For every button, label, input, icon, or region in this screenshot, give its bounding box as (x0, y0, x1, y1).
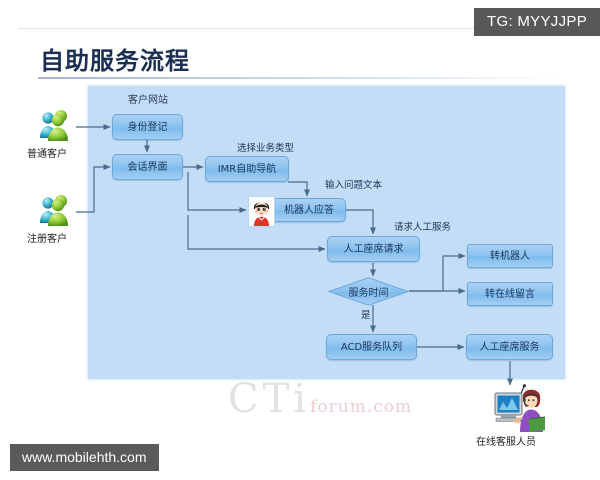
node-acd-service-queue[interactable]: ACD服务队列 (326, 334, 417, 360)
node-label: 人工座席服务 (479, 341, 540, 353)
node-label: 人工座席请求 (343, 243, 404, 255)
node-label: 机器人应答 (284, 204, 334, 216)
node-label: 转在线留言 (485, 288, 535, 300)
online-agent-person-label: 在线客服人员 (476, 437, 536, 448)
node-label: ACD服务队列 (340, 341, 403, 353)
registered-customer-label: 注册客户 (27, 234, 67, 245)
robot-avatar-icon (248, 196, 275, 227)
node-service-time[interactable]: 服务时间 (328, 277, 409, 306)
node-identity-registration[interactable]: 身份登记 (112, 114, 183, 140)
node-imr-self-navigation[interactable]: IMR自助导航 (205, 156, 289, 182)
node-agent-service[interactable]: 人工座席服务 (466, 334, 553, 360)
site-watermark-tag: www.mobilehth.com (10, 444, 159, 471)
online-agent-person-icon (487, 384, 549, 432)
node-label: 转机器人 (490, 250, 530, 262)
node-label: 服务时间 (348, 288, 389, 299)
edge-label-input-question-text: 输入问题文本 (325, 180, 383, 191)
cti-forum-watermark: CTiforum.com (228, 376, 412, 422)
diamond-shape (328, 277, 409, 306)
node-transfer-to-robot[interactable]: 转机器人 (467, 244, 553, 268)
node-session-interface[interactable]: 会话界面 (112, 154, 183, 180)
ordinary-customer-icon (36, 108, 76, 142)
edge-label-select-business-type: 选择业务类型 (237, 143, 295, 154)
cti-watermark-main: CTi (228, 376, 311, 422)
node-label: IMR自助导航 (217, 163, 277, 175)
page-title: 自助服务流程 (40, 46, 190, 75)
telegram-tag: TG: MYYJJPP (474, 8, 600, 36)
title-divider (38, 77, 562, 79)
edge-label-request-human-service: 请求人工服务 (394, 222, 452, 233)
edge-label-yes-branch: 是 (361, 310, 371, 321)
node-transfer-to-message[interactable]: 转在线留言 (467, 282, 553, 306)
cti-watermark-sub: forum.com (310, 397, 413, 417)
slide-card: 自助服务流程 客户网站 (18, 28, 582, 429)
node-label: 身份登记 (127, 121, 168, 133)
node-robot-answer[interactable]: 机器人应答 (272, 198, 346, 222)
node-label: 会话界面 (127, 161, 168, 173)
panel-label: 客户网站 (128, 95, 168, 106)
node-agent-request[interactable]: 人工座席请求 (327, 236, 420, 262)
ordinary-customer-label: 普通客户 (27, 149, 67, 160)
registered-customer-icon (36, 193, 76, 227)
